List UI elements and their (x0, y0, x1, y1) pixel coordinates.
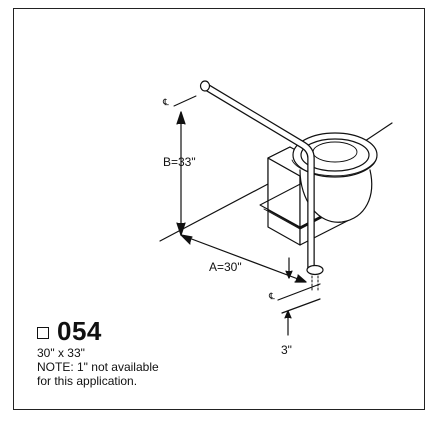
dim-b-label: B=33" (163, 155, 196, 169)
grab-bar-icon (199, 80, 324, 293)
model-number: 054 (57, 316, 102, 346)
toilet-icon (259, 132, 378, 246)
size-text: 30" x 33" (37, 346, 85, 360)
floor-wall-line-right (361, 122, 393, 144)
model-row: 054 (37, 318, 159, 344)
checkbox-icon[interactable] (37, 327, 49, 339)
illustration-frame (13, 8, 425, 410)
centerline-symbol-bottom: ℄ (269, 291, 275, 301)
note-line-2: for this application. (37, 374, 138, 388)
dim-a-label: A=30" (209, 260, 242, 274)
dim-a-line (180, 234, 307, 283)
note-line-1: NOTE: 1" not available (37, 360, 159, 374)
dim-offset-label: 3" (281, 343, 292, 357)
centerline-symbol-top: ℄ (163, 97, 169, 107)
floor-wall-line (159, 183, 269, 242)
dim-offset-line (277, 283, 321, 301)
product-info: 054 30" x 33" NOTE: 1" not available for… (37, 318, 159, 388)
